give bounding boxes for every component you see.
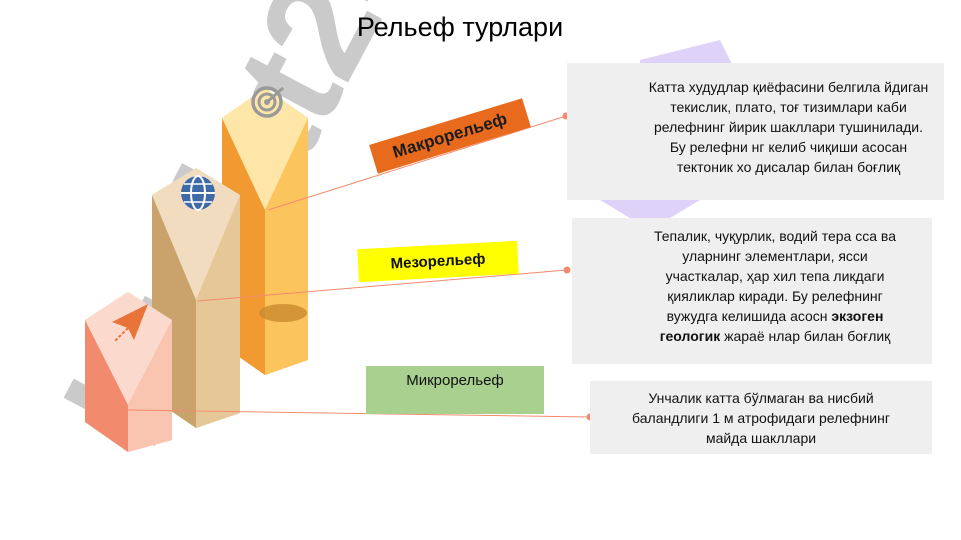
globe-icon xyxy=(181,175,215,211)
target-icon xyxy=(251,86,284,118)
description-meso-text: Тепалик, чуқурлик, водий тера сса ва ула… xyxy=(654,228,896,324)
description-meso: Тепалик, чуқурлик, водий тера сса ва ула… xyxy=(572,218,932,364)
label-micro-text: Микрорельеф xyxy=(406,372,504,389)
pillar-micro xyxy=(85,292,172,452)
description-macro: Катта худудлар қиёфасини белгила йдиган … xyxy=(567,63,944,200)
paper-plane-icon xyxy=(112,304,148,343)
page-title: Рельеф турлари xyxy=(356,12,564,42)
description-meso-bold: экзоген геологик xyxy=(659,308,884,344)
description-micro-text: Унчалик катта бўлмаган ва нисбий баландл… xyxy=(632,390,890,446)
label-micro: Микрорельеф xyxy=(366,366,544,414)
pillar-meso xyxy=(152,168,240,428)
connectors xyxy=(127,112,594,421)
description-macro-text: Катта худудлар қиёфасини белгила йдиган … xyxy=(648,79,929,175)
description-meso-text-end: жараё нлар билан боғлиқ xyxy=(720,328,891,344)
description-micro: Унчалик катта бўлмаган ва нисбий баландл… xyxy=(590,381,932,454)
